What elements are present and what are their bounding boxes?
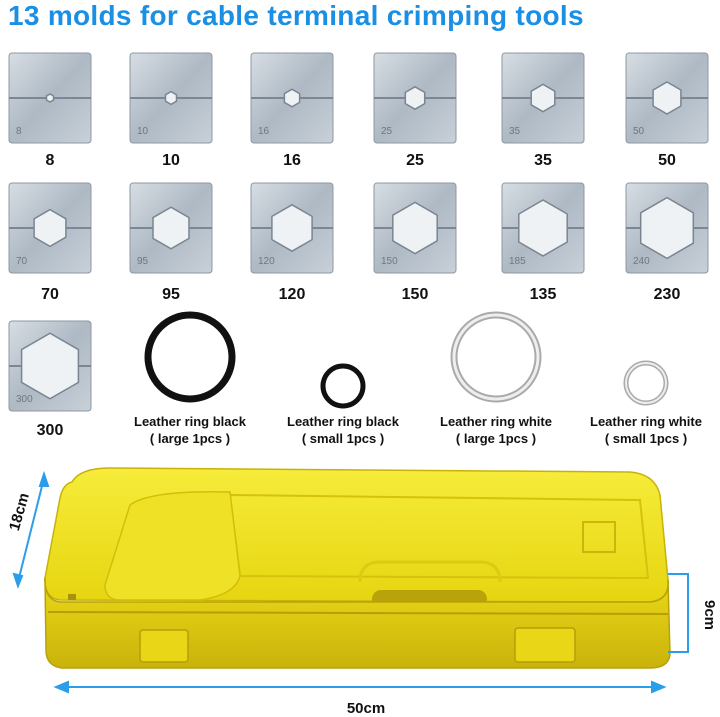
mold-stamp: 70 (16, 256, 28, 267)
mold-die-35: 35 (501, 52, 585, 144)
mold-die-8: 8 (8, 52, 92, 144)
mold-stamp: 120 (258, 256, 275, 267)
mold-stamp: 50 (633, 126, 645, 137)
mold-stamp: 10 (137, 126, 149, 137)
ring-label: Leather ring black ( large 1pcs ) (115, 413, 265, 447)
dimension-arrows (12, 470, 689, 694)
mold-die-16: 16 (250, 52, 334, 144)
leather-ring-4 (623, 360, 669, 406)
mold-label: 95 (162, 286, 180, 303)
ring-label-line2: ( small 1pcs ) (604, 431, 688, 446)
mold-stamp: 185 (509, 256, 526, 267)
ring-label-line1: Leather ring white (590, 414, 702, 429)
mold-label: 120 (278, 286, 306, 303)
mold-label: 300 (36, 422, 64, 439)
mold-label: 25 (406, 152, 424, 169)
mold-label: 230 (653, 286, 681, 303)
mold-stamp: 25 (381, 126, 393, 137)
mold-label: 135 (529, 286, 557, 303)
mold-stamp: 95 (137, 256, 149, 267)
width-dimension-label: 50cm (346, 700, 386, 717)
mold-stamp: 8 (16, 126, 22, 137)
mold-die-10: 10 (129, 52, 213, 144)
mold-die-95: 95 (129, 182, 213, 274)
mold-label: 16 (283, 152, 301, 169)
mold-die-150: 150 (373, 182, 457, 274)
mold-stamp: 240 (633, 256, 650, 267)
mold-label: 50 (658, 152, 676, 169)
mold-stamp: 300 (16, 394, 33, 405)
ring-label-line2: ( large 1pcs ) (455, 431, 537, 446)
ring-label: Leather ring black ( small 1pcs ) (268, 413, 418, 447)
ring-label-line1: Leather ring black (287, 414, 399, 429)
mold-stamp: 16 (258, 126, 270, 137)
ring-label-line2: ( large 1pcs ) (149, 431, 231, 446)
leather-ring-1 (144, 311, 236, 403)
mold-stamp: 35 (509, 126, 521, 137)
mold-die-50: 50 (625, 52, 709, 144)
mold-die-135: 185 (501, 182, 585, 274)
mold-die-230: 240 (625, 182, 709, 274)
mold-die-25: 25 (373, 52, 457, 144)
ring-label: Leather ring white ( small 1pcs ) (571, 413, 720, 447)
mold-die-70: 70 (8, 182, 92, 274)
mold-label: 8 (45, 152, 55, 169)
carrying-case-figure (12, 467, 689, 694)
ring-label-line2: ( small 1pcs ) (301, 431, 385, 446)
ring-label-line1: Leather ring black (134, 414, 246, 429)
mold-label: 150 (401, 286, 429, 303)
page-title: 13 molds for cable terminal crimping too… (8, 0, 584, 31)
mold-label: 10 (162, 152, 180, 169)
carrying-case (44, 467, 671, 669)
height-dimension-label: 9cm (701, 600, 718, 631)
mold-die-120: 120 (250, 182, 334, 274)
mold-die-300: 300 (8, 320, 92, 412)
leather-ring-3 (450, 311, 542, 403)
ring-label-line1: Leather ring white (440, 414, 552, 429)
mold-label: 70 (41, 286, 59, 303)
leather-ring-2 (320, 363, 366, 409)
mold-label: 35 (534, 152, 552, 169)
mold-stamp: 150 (381, 256, 398, 267)
ring-label: Leather ring white ( large 1pcs ) (421, 413, 571, 447)
